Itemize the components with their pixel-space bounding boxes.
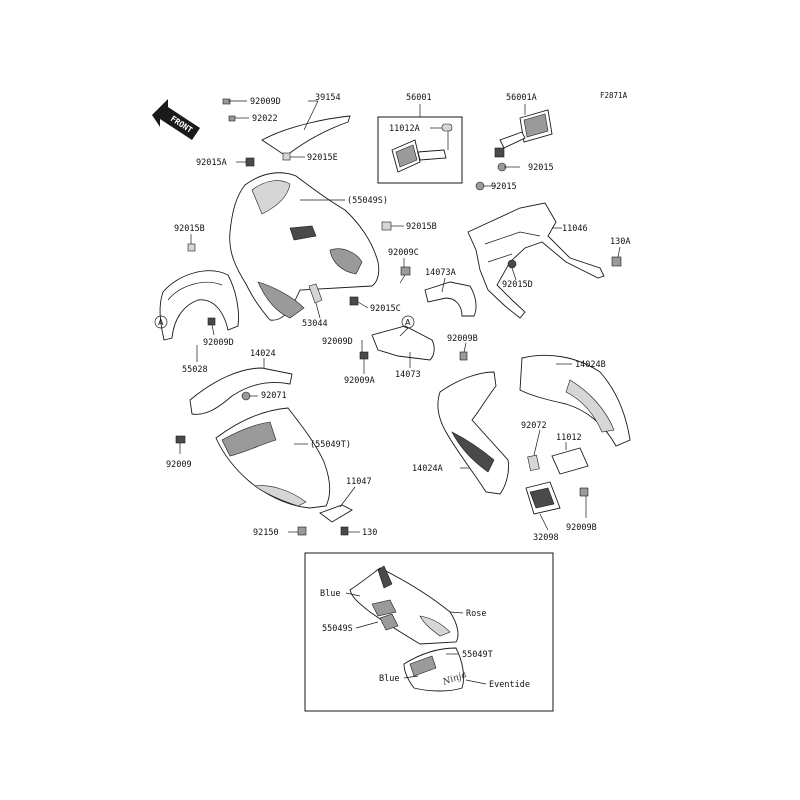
upper-cowl-duct — [289, 225, 317, 241]
label-32098: 32098 — [533, 533, 559, 543]
clip-92015B — [381, 221, 392, 231]
label-39154: 39154 — [315, 93, 341, 103]
stay-11046-part — [467, 202, 605, 319]
label-130: 130 — [362, 528, 377, 538]
label-14024A: 14024A — [412, 464, 443, 474]
bolt-92009D-left — [207, 317, 216, 326]
ref-marker-a-left — [154, 315, 168, 329]
label-92015B-right: 92015B — [406, 222, 437, 232]
label-14024: 14024 — [250, 349, 276, 359]
upper-cowl-vent — [257, 281, 305, 319]
bolt-92071 — [241, 391, 251, 401]
front-arrow-icon: FRONT — [152, 99, 200, 140]
bolt-92009 — [175, 435, 186, 444]
plate-11012-part — [551, 447, 589, 475]
label-11047: 11047 — [346, 477, 372, 487]
box-32098-inner — [529, 487, 555, 509]
upper-cowl-side — [329, 248, 363, 275]
label-92150: 92150 — [253, 528, 279, 538]
clip-92015B-left — [187, 243, 196, 252]
inset-label-rose: Rose — [466, 609, 486, 619]
inset-label-eventide: Eventide — [489, 680, 530, 690]
label-92009D-left: 92009D — [203, 338, 234, 348]
label-56001A: 56001A — [506, 93, 537, 103]
label-92015A: 92015A — [196, 158, 227, 168]
inset-label-blue-upper: Blue — [320, 589, 340, 599]
label-92015-a: 92015 — [528, 163, 554, 173]
panel-14024-part — [189, 367, 293, 415]
bolt-92009C — [399, 266, 411, 284]
label-92071: 92071 — [261, 391, 287, 401]
label-92022: 92022 — [252, 114, 278, 124]
label-56001: 56001 — [406, 93, 432, 103]
label-92015D: 92015D — [502, 280, 533, 290]
label-14073A: 14073A — [425, 268, 456, 278]
label-92009B-bot: 92009B — [566, 523, 597, 533]
label-130A: 130A — [610, 237, 630, 247]
label-92009D-mid: 92009D — [322, 337, 353, 347]
label-92009A: 92009A — [344, 376, 375, 386]
label-92015-b: 92015 — [491, 182, 517, 192]
inset-label-55049S: 55049S — [322, 624, 353, 634]
inset-label-blue-lower: Blue — [379, 674, 399, 684]
figure-id: F2871A — [600, 91, 628, 100]
label-92009B-top: 92009B — [447, 334, 478, 344]
label-11012: 11012 — [556, 433, 582, 443]
pad-53044 — [308, 283, 323, 304]
upper-cowl-inner — [251, 180, 291, 215]
label-55049S: (55049S) — [347, 196, 388, 206]
bolt-92009B-top — [459, 351, 468, 361]
color-inset-leaders — [345, 592, 487, 685]
label-11046: 11046 — [562, 224, 588, 234]
nut-92015C — [349, 296, 359, 306]
label-92072: 92072 — [521, 421, 547, 431]
part-labels: 92009D 92022 39154 92015A 92015E 56001 1… — [166, 93, 630, 543]
inner-panel-duct — [451, 431, 495, 473]
color-inset-box — [304, 552, 554, 712]
inner-cover-55028-part — [159, 270, 239, 341]
color-inset-labels: Blue Rose 55049S 55049T Blue Eventide — [320, 589, 530, 690]
bolt-92009B-bot — [579, 487, 589, 497]
bracket-130A — [611, 256, 622, 267]
mirror-left-part — [391, 123, 453, 173]
lower-cowl-grille — [221, 421, 277, 457]
label-92009: 92009 — [166, 460, 192, 470]
inset-label-55049T: 55049T — [462, 650, 493, 660]
label-55049T: (55049T) — [310, 440, 351, 450]
label-92009C: 92009C — [388, 248, 419, 258]
label-55028: 55028 — [182, 365, 208, 375]
duct-14073A-part — [424, 281, 477, 317]
label-14073: 14073 — [395, 370, 421, 380]
label-92015E: 92015E — [307, 153, 338, 163]
label-53044: 53044 — [302, 319, 328, 329]
windshield-part — [261, 115, 351, 157]
ref-marker-a-right-text: A — [405, 318, 411, 327]
label-14024B: 14024B — [575, 360, 606, 370]
ref-marker-a-left-text: A — [158, 318, 164, 327]
nut-92015D — [507, 259, 517, 269]
label-11012A: 11012A — [389, 124, 420, 134]
mirror-right-part — [494, 109, 553, 172]
bolt-92150 — [297, 526, 307, 536]
bolt-92009A — [359, 351, 369, 360]
inner-panel-14024A-part — [437, 371, 509, 495]
label-92015B-left: 92015B — [174, 224, 205, 234]
duct-14073-part — [371, 325, 435, 361]
label-92015C: 92015C — [370, 304, 401, 314]
lower-cowl-vent — [254, 485, 307, 507]
label-92009D-top: 92009D — [250, 97, 281, 107]
panel-14024B-inner — [565, 379, 615, 433]
color-inset-fairing: Ninja — [349, 565, 468, 692]
nut-92015 — [475, 181, 485, 191]
leader-lines — [179, 100, 621, 533]
pad-92072 — [527, 454, 540, 472]
bracket-11047-part — [319, 504, 353, 523]
bolt-130 — [340, 526, 349, 536]
